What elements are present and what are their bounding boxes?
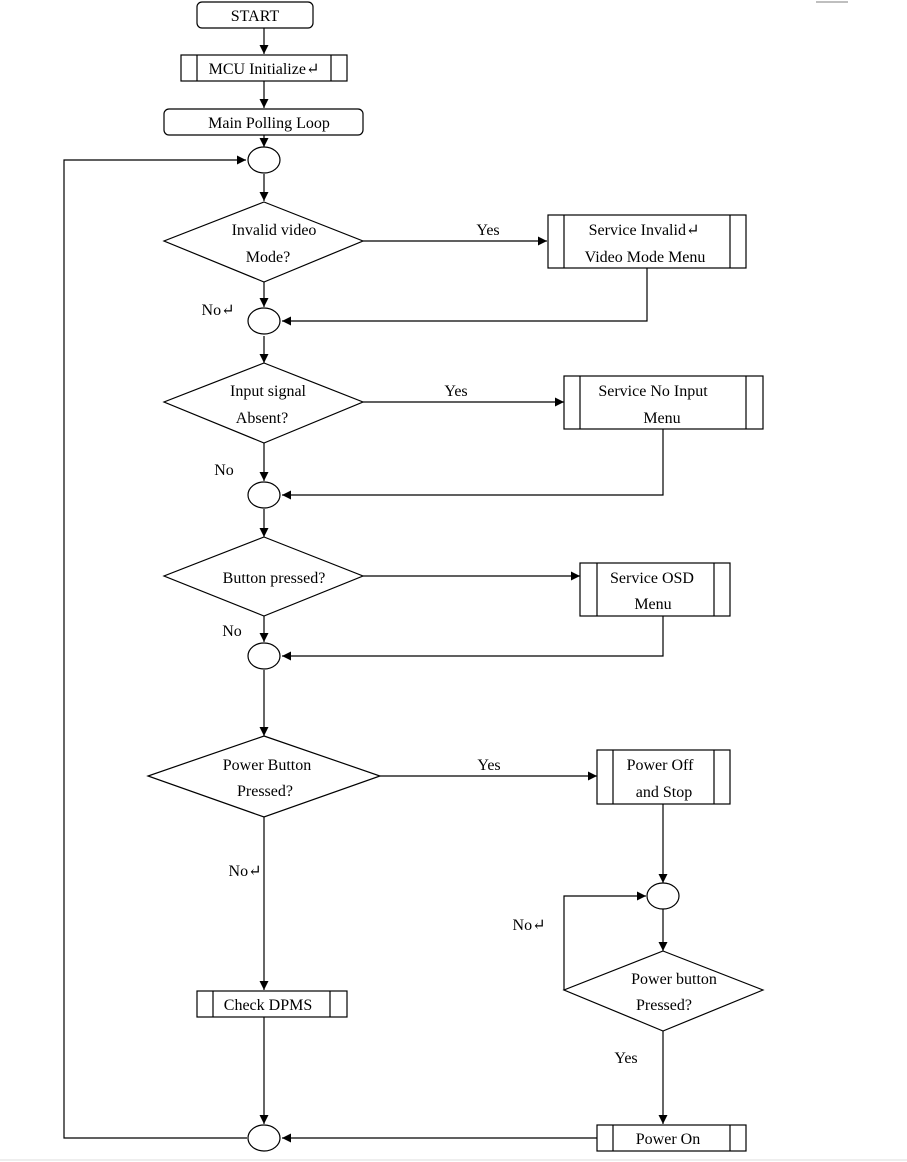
junction-circle [247, 481, 281, 509]
power-on-label: Power On [636, 1131, 700, 1148]
label-no: No↵ [229, 863, 262, 880]
power-off-line1: Power Off [627, 757, 694, 774]
arrow-power-wait-no-loop [563, 891, 646, 990]
junction-circle [247, 307, 281, 335]
arrow-service-osd-return [282, 616, 664, 661]
arrow-loop-back [63, 155, 247, 1139]
power-button-wait-line1: Power button [631, 971, 717, 988]
label-no: No [222, 623, 242, 640]
junction-circle [646, 882, 680, 910]
service-invalid-line2: Video Mode Menu [585, 249, 706, 266]
check-dpms-label: Check DPMS [224, 997, 312, 1014]
main-polling-loop-node: Main Polling Loop [163, 108, 364, 136]
invalid-video-line1: Invalid video [232, 222, 317, 239]
main-polling-loop-label: Main Polling Loop [208, 115, 330, 132]
mcu-initialize-label: MCU Initialize↵ [209, 61, 320, 78]
button-pressed-label: Button pressed? [223, 570, 326, 587]
power-button-wait-line2: Pressed? [636, 997, 692, 1014]
service-invalid-line1: Service Invalid↵ [589, 222, 700, 239]
junction-circle [247, 146, 281, 174]
junction-circle [247, 642, 281, 670]
input-absent-line1: Input signal [230, 383, 307, 400]
start-node: START [196, 1, 314, 29]
label-no: No↵ [202, 302, 235, 319]
service-no-input-line1: Service No Input [598, 383, 708, 400]
service-osd-node: Service OSD Menu [579, 562, 731, 617]
mcu-initialize-node: MCU Initialize↵ [180, 54, 348, 82]
service-no-input-line2: Menu [643, 410, 680, 427]
junction-circle [247, 1124, 281, 1152]
label-yes: Yes [477, 757, 500, 774]
input-absent-decision: Input signal Absent? [162, 362, 365, 444]
power-button-line2: Pressed? [237, 783, 293, 800]
invalid-video-line2: Mode? [246, 249, 290, 266]
button-pressed-decision: Button pressed? [162, 536, 365, 617]
connectors [63, 28, 668, 1143]
start-label: START [231, 8, 280, 25]
service-osd-line2: Menu [634, 596, 671, 613]
invalid-video-decision: Invalid video Mode? [162, 201, 365, 283]
arrow-service-no-input-return [282, 429, 664, 500]
power-button-wait-decision: Power button Pressed? [562, 950, 765, 1032]
label-yes: Yes [444, 383, 467, 400]
service-invalid-node: Service Invalid↵ Video Mode Menu [547, 214, 747, 269]
label-yes: Yes [614, 1050, 637, 1067]
label-no: No↵ [513, 917, 546, 934]
label-yes: Yes [476, 222, 499, 239]
power-off-line2: and Stop [636, 784, 692, 801]
label-no: No [214, 462, 234, 479]
power-button-line1: Power Button [223, 757, 311, 774]
power-off-node: Power Off and Stop [596, 749, 731, 805]
service-osd-line1: Service OSD [610, 570, 694, 587]
power-button-decision: Power Button Pressed? [146, 735, 382, 818]
power-on-node: Power On [596, 1124, 747, 1152]
input-absent-line2: Absent? [236, 410, 288, 427]
check-dpms-node: Check DPMS [196, 990, 348, 1018]
arrow-service-invalid-return [282, 268, 648, 326]
service-no-input-node: Service No Input Menu [563, 375, 764, 430]
